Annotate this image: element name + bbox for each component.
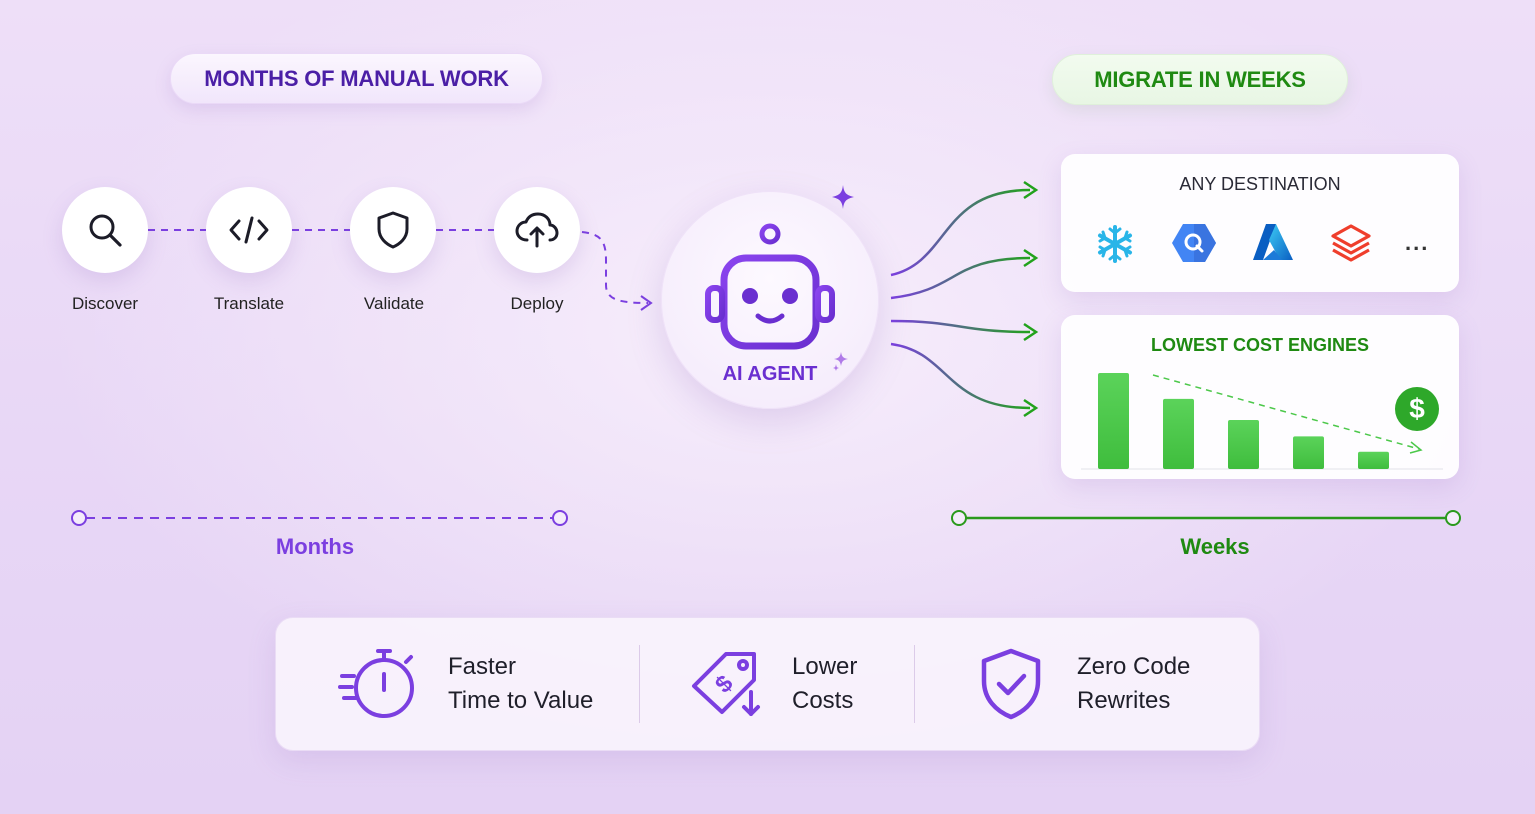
benefit-line: Lower <box>792 653 858 680</box>
timeline-node <box>951 510 967 526</box>
benefit-line: Zero Code <box>1077 653 1191 680</box>
code-icon <box>229 216 269 244</box>
timeline-node <box>552 510 568 526</box>
step-discover <box>62 187 148 273</box>
cost-bar <box>1358 451 1389 469</box>
ai-agent-label: AI AGENT <box>722 363 818 385</box>
cost-card: LOWEST COST ENGINES $ <box>1061 315 1459 479</box>
weeks-label: Weeks <box>1180 534 1250 559</box>
step-validate <box>350 187 436 273</box>
benefit-faster: Faster Time to Value <box>448 650 593 718</box>
migrate-weeks-pill: MIGRATE IN WEEKS <box>1052 54 1348 105</box>
benefit-lower-costs: Lower Costs <box>792 650 857 718</box>
trend-arrow <box>1409 441 1423 454</box>
benefit-line: Time to Value <box>448 687 594 714</box>
benefit-divider <box>639 645 640 723</box>
svg-text:$: $ <box>710 670 739 699</box>
price-tag-down-icon: $ <box>692 652 760 716</box>
search-icon <box>89 214 122 247</box>
cost-bar <box>1163 398 1194 469</box>
benefits-bar <box>275 617 1260 751</box>
flow-curve <box>890 342 1031 410</box>
step-translate <box>206 187 292 273</box>
azure-logo <box>1253 224 1293 260</box>
flow-curve <box>890 188 1031 277</box>
cost-bar <box>1098 373 1129 469</box>
more-destinations: ... <box>1405 230 1430 255</box>
cost-title: LOWEST COST ENGINES <box>1150 335 1369 355</box>
timeline-node <box>1445 510 1461 526</box>
step-label-validate: Validate <box>363 294 425 313</box>
benefit-line: Costs <box>792 687 854 714</box>
months-label: Months <box>275 534 355 559</box>
flow-curve <box>890 256 1031 300</box>
destination-title: ANY DESTINATION <box>1179 174 1341 194</box>
benefit-line: Rewrites <box>1077 687 1171 714</box>
agent-connector-arrow <box>640 295 653 311</box>
sparkle-icon <box>832 185 854 209</box>
flow-arrow <box>1023 248 1039 268</box>
trend-line <box>1152 374 1420 450</box>
timeline-node <box>71 510 87 526</box>
shield-icon <box>377 211 409 249</box>
benefit-divider <box>914 645 915 723</box>
bigquery-logo <box>1172 224 1216 262</box>
step-label-translate: Translate <box>213 294 285 313</box>
agent-connector <box>581 231 649 304</box>
shield-check-icon <box>981 648 1041 720</box>
dollar-icon: $ <box>1395 387 1439 431</box>
step-label-deploy: Deploy <box>510 294 564 313</box>
small-sparkle-icon <box>833 352 848 371</box>
flow-arrow <box>1023 398 1039 418</box>
cost-bar <box>1293 436 1324 469</box>
step-label-discover: Discover <box>71 294 139 313</box>
cost-chart <box>1081 373 1443 470</box>
benefit-zero-rewrites: Zero Code Rewrites <box>1077 650 1190 718</box>
cloud-upload-icon <box>515 212 559 248</box>
databricks-logo <box>1331 224 1371 262</box>
benefit-line: Faster <box>448 653 517 680</box>
manual-work-pill: MONTHS OF MANUAL WORK <box>170 53 543 104</box>
step-deploy <box>494 187 580 273</box>
flow-curve <box>890 319 1031 334</box>
destination-card: ANY DESTINATION <box>1061 154 1459 292</box>
flow-arrow <box>1023 180 1039 200</box>
snowflake-logo <box>1098 225 1132 263</box>
cost-bar <box>1228 420 1259 469</box>
flow-arrow <box>1023 322 1039 342</box>
robot-icon <box>705 223 835 350</box>
stopwatch-icon <box>338 649 414 718</box>
